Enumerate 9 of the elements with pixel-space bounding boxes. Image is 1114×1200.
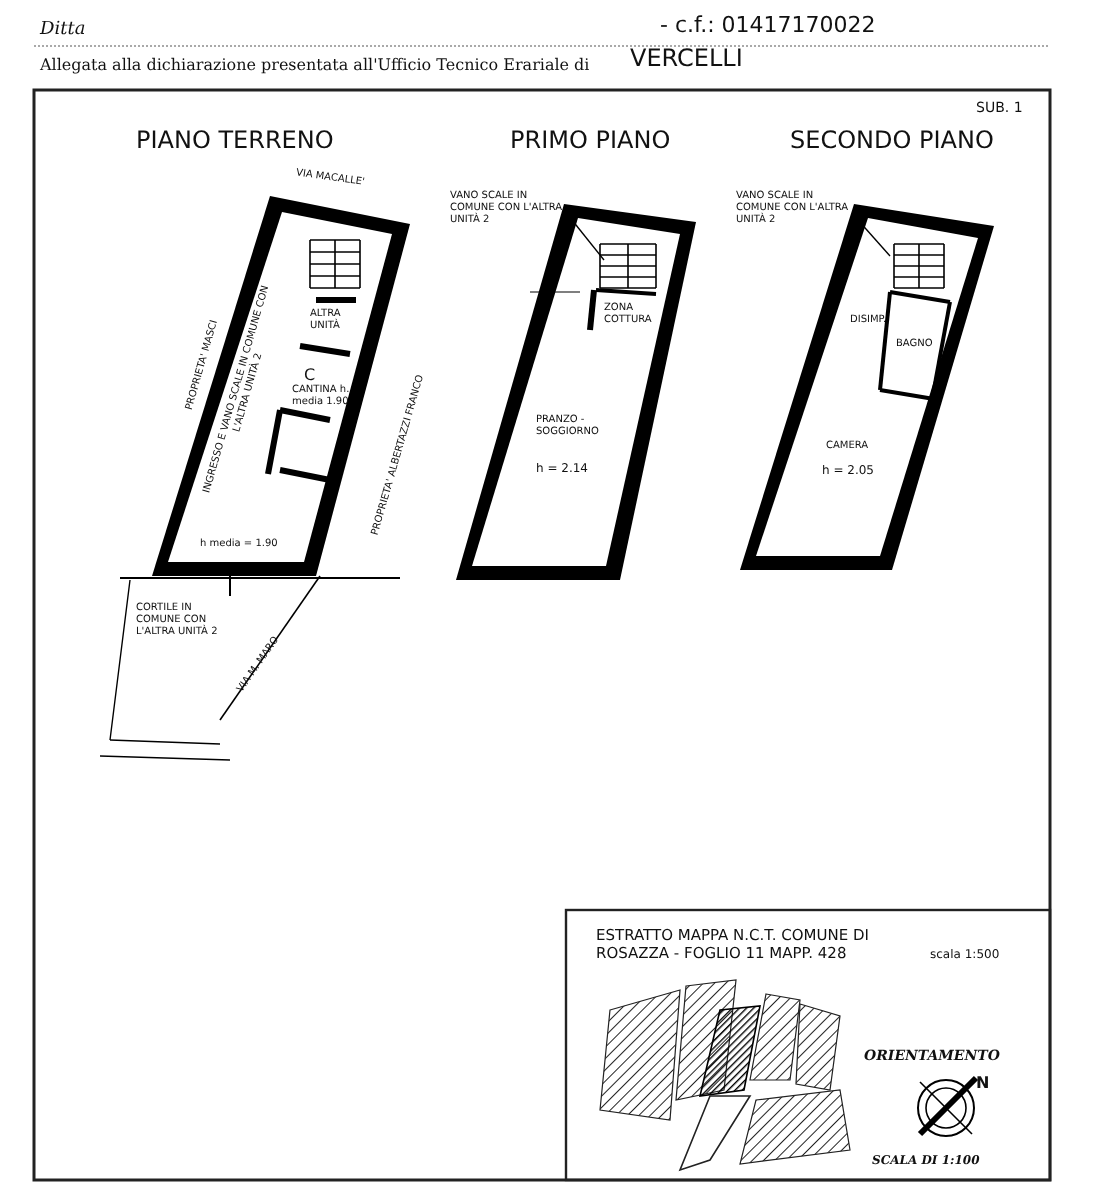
compass-north: N (976, 1074, 992, 1093)
room-label: C (304, 366, 318, 384)
floor-title: PIANO TERRENO (136, 128, 336, 156)
leader-line (571, 219, 605, 261)
handwritten-entry: VERCELLI (630, 46, 745, 74)
floor-title: SECONDO PIANO (790, 128, 996, 156)
floor-title: PRIMO PIANO (510, 128, 673, 156)
form-field-label: Ditta (40, 20, 88, 41)
handwritten-entry: - c.f.: 01417170022 (660, 14, 878, 40)
